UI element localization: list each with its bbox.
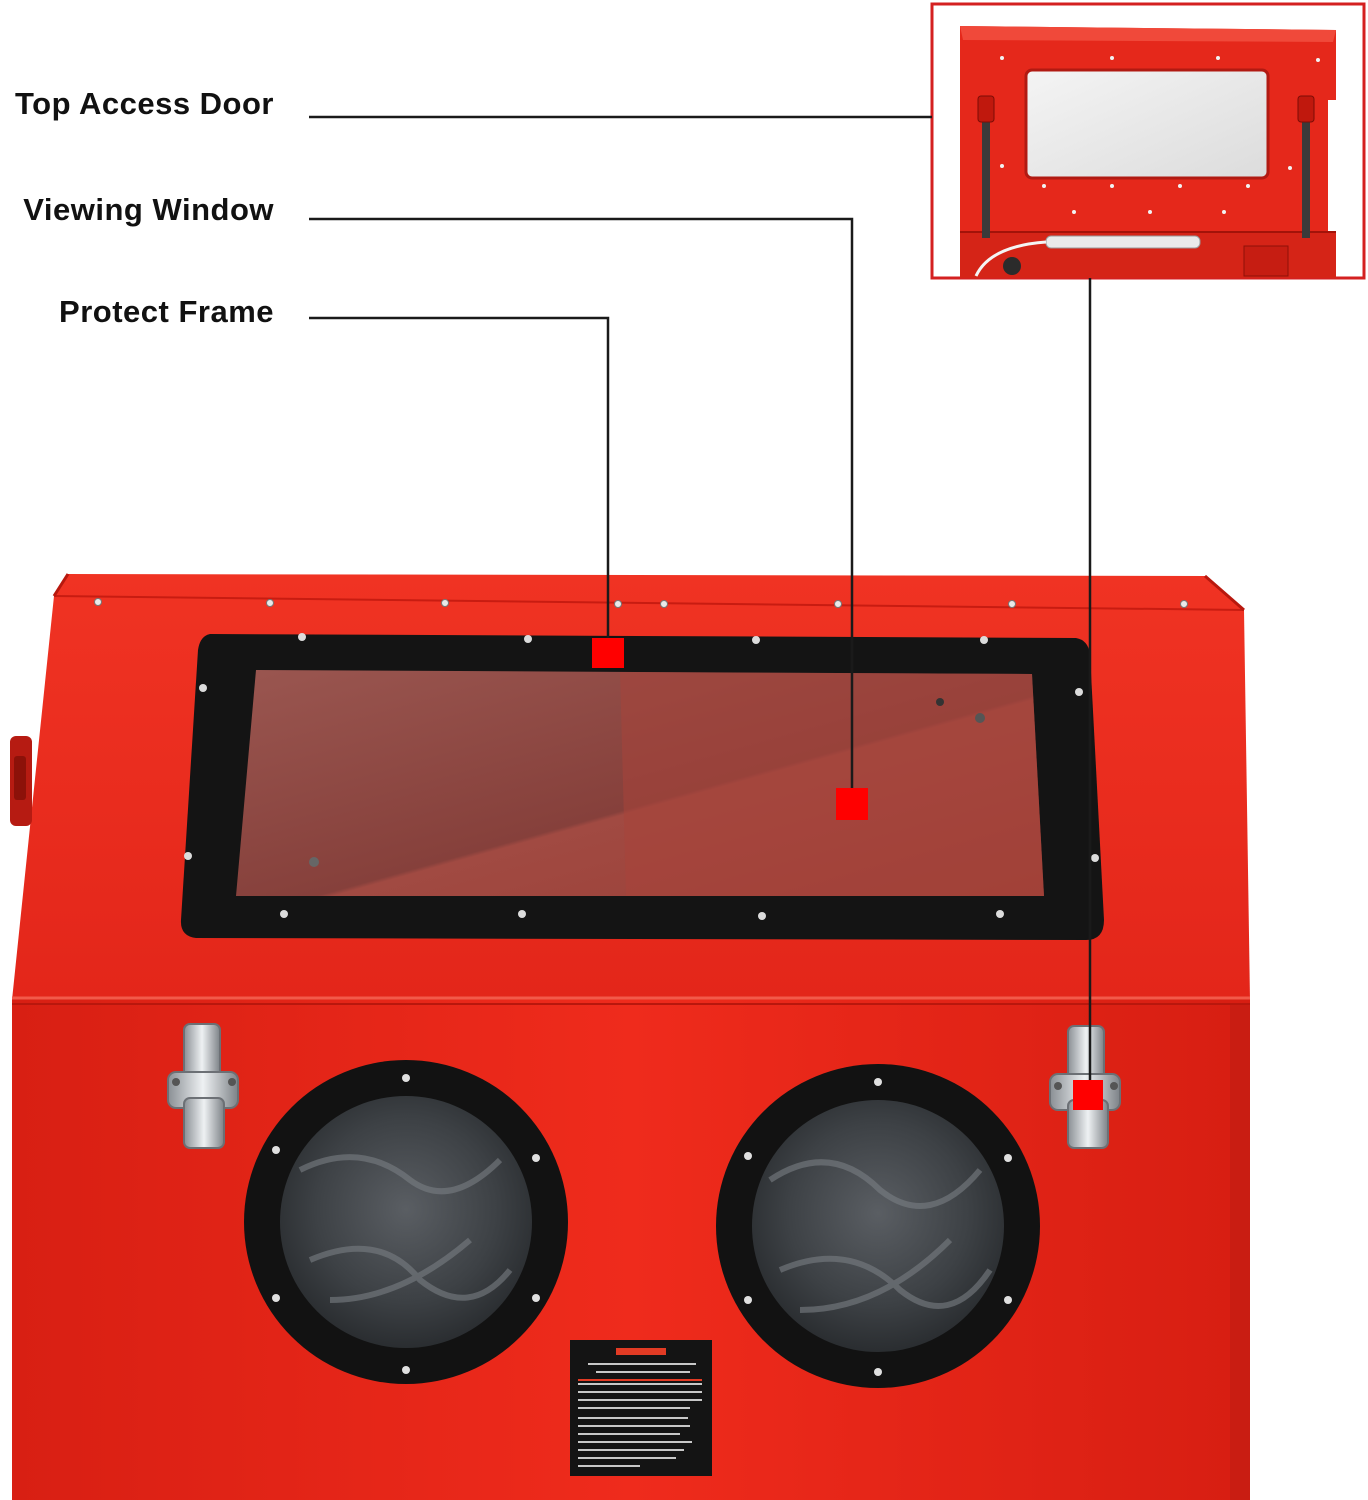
warning-label-icon: [570, 1340, 712, 1476]
marker-latch: [1073, 1080, 1103, 1110]
leader-protect-frame: [309, 316, 610, 648]
callout-top-access-door: Top Access Door: [15, 86, 274, 121]
glove-port-icon: [716, 1064, 1040, 1388]
window-frame: [180, 633, 1105, 940]
callout-viewing-window: Viewing Window: [23, 192, 274, 227]
glove-port-icon: [244, 1060, 568, 1384]
top-door-inset: [930, 2, 1366, 280]
marker-viewing-window: [836, 788, 868, 820]
marker-protect-frame: [592, 638, 624, 668]
leader-viewing-window: [309, 217, 854, 800]
marker-icon: [592, 638, 1103, 1110]
callout-protect-frame: Protect Frame: [59, 294, 274, 329]
latch-icon: [167, 1023, 239, 1149]
leader-lines: [309, 115, 1092, 1092]
side-handle: [10, 736, 32, 826]
